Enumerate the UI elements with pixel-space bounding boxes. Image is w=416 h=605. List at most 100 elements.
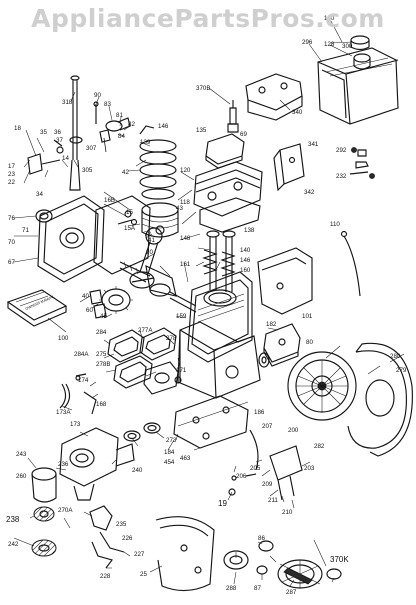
callout-273: 273	[166, 437, 177, 444]
spark-plug-lead	[340, 230, 361, 297]
callout-labels: 130 128 296 300 370B 340 318 90 83 81 82…	[6, 15, 407, 596]
callout-242: 242	[8, 541, 19, 548]
cylinder-block	[177, 271, 261, 399]
callout-35: 35	[40, 129, 47, 136]
callout-209: 209	[262, 481, 273, 488]
crankshaft	[119, 261, 197, 313]
callout-43: 43	[176, 205, 183, 212]
callout-19: 19	[218, 499, 227, 508]
callout-81: 81	[116, 112, 123, 119]
callout-240: 240	[132, 467, 143, 474]
carb-gaskets	[123, 422, 161, 442]
callout-60: 60	[86, 307, 93, 314]
callout-146-b: 146	[240, 257, 251, 264]
callout-232: 232	[336, 173, 347, 180]
callout-370b: 370B	[196, 85, 210, 92]
cover-gasket	[93, 195, 151, 275]
callout-200: 200	[288, 427, 299, 434]
callout-20: 20	[146, 249, 153, 256]
fuel-line	[59, 383, 71, 409]
carb-spacer	[143, 361, 179, 395]
cover-bracket	[273, 143, 305, 192]
primer-linkage	[89, 505, 125, 569]
callout-83: 83	[104, 101, 111, 108]
callout-341: 341	[308, 141, 319, 148]
tank-bracket	[245, 73, 303, 121]
callout-86: 86	[258, 535, 265, 542]
callout-100: 100	[58, 335, 69, 342]
callout-101: 101	[302, 313, 313, 320]
callout-25: 25	[140, 571, 147, 578]
callout-205: 205	[250, 465, 261, 472]
callout-370k: 370K	[330, 555, 349, 564]
callout-80: 80	[306, 339, 313, 346]
blower-housing	[347, 342, 413, 457]
callout-278b: 278B	[96, 361, 110, 368]
cam-gear	[99, 286, 133, 314]
callout-238: 238	[6, 515, 20, 524]
callout-296: 296	[302, 39, 313, 46]
callout-40: 40	[82, 293, 89, 300]
screen-parts	[256, 540, 274, 575]
callout-45: 45	[100, 313, 107, 320]
callout-37: 37	[56, 137, 63, 144]
callout-140: 140	[240, 247, 251, 254]
air-filter-housing	[31, 467, 57, 503]
callout-23: 23	[8, 171, 15, 178]
callout-84: 84	[118, 133, 125, 140]
leader-lines	[13, 20, 405, 587]
callout-160: 160	[240, 267, 251, 274]
air-baffle	[257, 247, 313, 315]
callout-278: 278	[166, 335, 177, 342]
callout-18: 18	[14, 125, 21, 132]
head-gasket	[199, 197, 261, 233]
callout-284a: 284A	[74, 351, 89, 358]
callout-207: 207	[262, 423, 273, 430]
governor-link	[228, 429, 303, 501]
gov-shaft-parts	[27, 139, 64, 175]
callout-300: 300	[342, 43, 353, 50]
callout-277a: 277A	[138, 327, 153, 334]
spacer-washer	[258, 352, 270, 368]
callout-463: 463	[180, 455, 191, 462]
callout-22: 22	[8, 179, 15, 186]
callout-182: 182	[266, 321, 277, 328]
fuel-tank	[317, 47, 399, 125]
callout-342: 342	[304, 189, 315, 196]
callout-16b: 16B	[104, 197, 115, 204]
governor-levers	[93, 101, 155, 153]
callout-90: 90	[94, 92, 101, 99]
callout-130: 130	[324, 15, 335, 22]
choke-linkage	[75, 373, 182, 415]
callout-42: 42	[122, 169, 129, 176]
callout-270a: 270A	[58, 507, 73, 514]
callout-173a: 173A	[56, 409, 71, 416]
callout-36: 36	[54, 129, 61, 136]
cylinder-head	[193, 161, 263, 217]
callout-15a: 15A	[124, 225, 136, 232]
callout-282: 282	[314, 443, 325, 450]
air-cleaner-base	[31, 539, 57, 557]
base-plate	[173, 395, 249, 449]
watermark: AppliancePartsPros.com	[31, 4, 385, 33]
callout-288: 288	[226, 585, 237, 592]
callout-275: 275	[96, 351, 107, 358]
callout-148: 148	[180, 235, 191, 242]
oil-seal	[35, 209, 53, 223]
callout-76: 76	[8, 215, 15, 222]
carburetor	[59, 427, 135, 501]
callout-305: 305	[82, 167, 93, 174]
callout-226: 226	[122, 535, 133, 542]
callout-171: 171	[176, 367, 187, 374]
callout-292: 292	[336, 147, 347, 154]
dipstick-tube	[69, 75, 81, 191]
callout-186: 186	[254, 409, 265, 416]
callout-287: 287	[286, 589, 297, 596]
callout-228: 228	[100, 573, 111, 580]
valve-springs	[202, 230, 236, 292]
piston-rings	[139, 139, 177, 200]
callout-307: 307	[86, 145, 97, 152]
callout-227: 227	[134, 551, 145, 558]
callout-120: 120	[180, 167, 191, 174]
